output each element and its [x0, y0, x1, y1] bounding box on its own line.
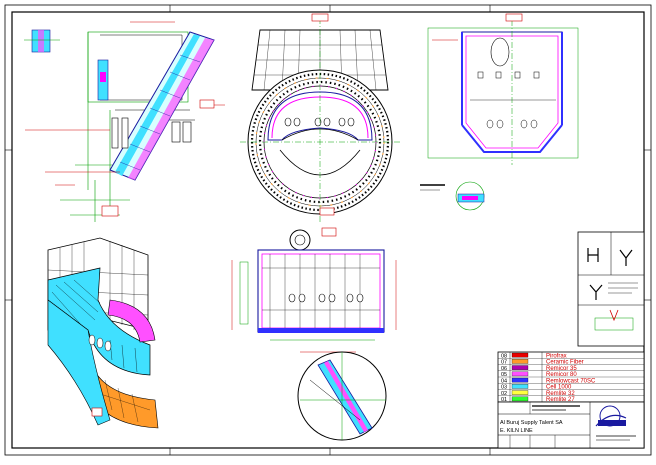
legend-code: 03 — [501, 385, 507, 391]
view-anchor-detail — [420, 181, 485, 211]
legend-row: 04 Remlowcast 70SC — [498, 377, 644, 384]
legend-code: 04 — [501, 378, 507, 384]
inspection-openings — [284, 117, 355, 127]
legend-code: 07 — [501, 360, 507, 366]
legend-swatch — [511, 352, 529, 358]
legend-swatch — [511, 377, 529, 383]
legend-code: 01 — [501, 397, 507, 403]
title-block: Al Buruj Supply Talent SA E. KILN LINE — [497, 401, 645, 449]
legend-material-name: Remicor 80 — [546, 372, 577, 378]
view-hood-section-right — [427, 13, 579, 165]
legend-material-name: Cell 1000 — [546, 385, 572, 391]
legend-code: 08 — [501, 353, 507, 359]
title-line-1: Al Buruj Supply Talent SA — [500, 420, 563, 426]
company-logo — [595, 405, 636, 441]
inner-frame — [11, 11, 645, 449]
view-circular-detail — [297, 351, 387, 441]
view-inclined-duct-section — [24, 21, 225, 222]
legend-swatch — [511, 371, 529, 377]
legend-code: 06 — [501, 366, 507, 372]
legend-code: 02 — [501, 391, 507, 397]
view-lower-cross-section — [231, 227, 397, 353]
legend-row: 07 Ceramic Fiber — [498, 359, 644, 366]
legend-row: 06 Remicor 35 — [498, 365, 644, 372]
legend-code: 05 — [501, 372, 507, 378]
legend-swatch — [511, 365, 529, 370]
legend-material-name: Ceramic Fiber — [546, 360, 584, 366]
legend-material-name: Remlite 27 — [546, 397, 575, 403]
legend-row: 05 Remicor 80 — [498, 371, 644, 378]
legend-row: 08 Pirofrax — [498, 352, 644, 359]
view-kiln-cross-section — [240, 13, 400, 222]
legend-material-name: Pirofrax — [546, 353, 567, 359]
legend-swatch — [511, 359, 529, 364]
legend-swatch — [511, 396, 529, 402]
frame-ticks — [5, 5, 651, 455]
legend-row: 03 Cell 1000 — [498, 384, 644, 391]
legend-material-name: Remlite 32 — [546, 391, 575, 397]
legend-swatch — [511, 384, 529, 389]
title-line-2: E. KILN LINE — [500, 428, 533, 434]
legend-swatch — [511, 390, 529, 395]
view-isometric-lining — [47, 237, 159, 429]
legend-material-name: Remicor 35 — [546, 366, 577, 372]
legend-material-name: Remlowcast 70SC — [546, 378, 596, 384]
legend-row: 02 Remlite 32 — [498, 390, 644, 397]
symbol-panel — [577, 231, 645, 347]
